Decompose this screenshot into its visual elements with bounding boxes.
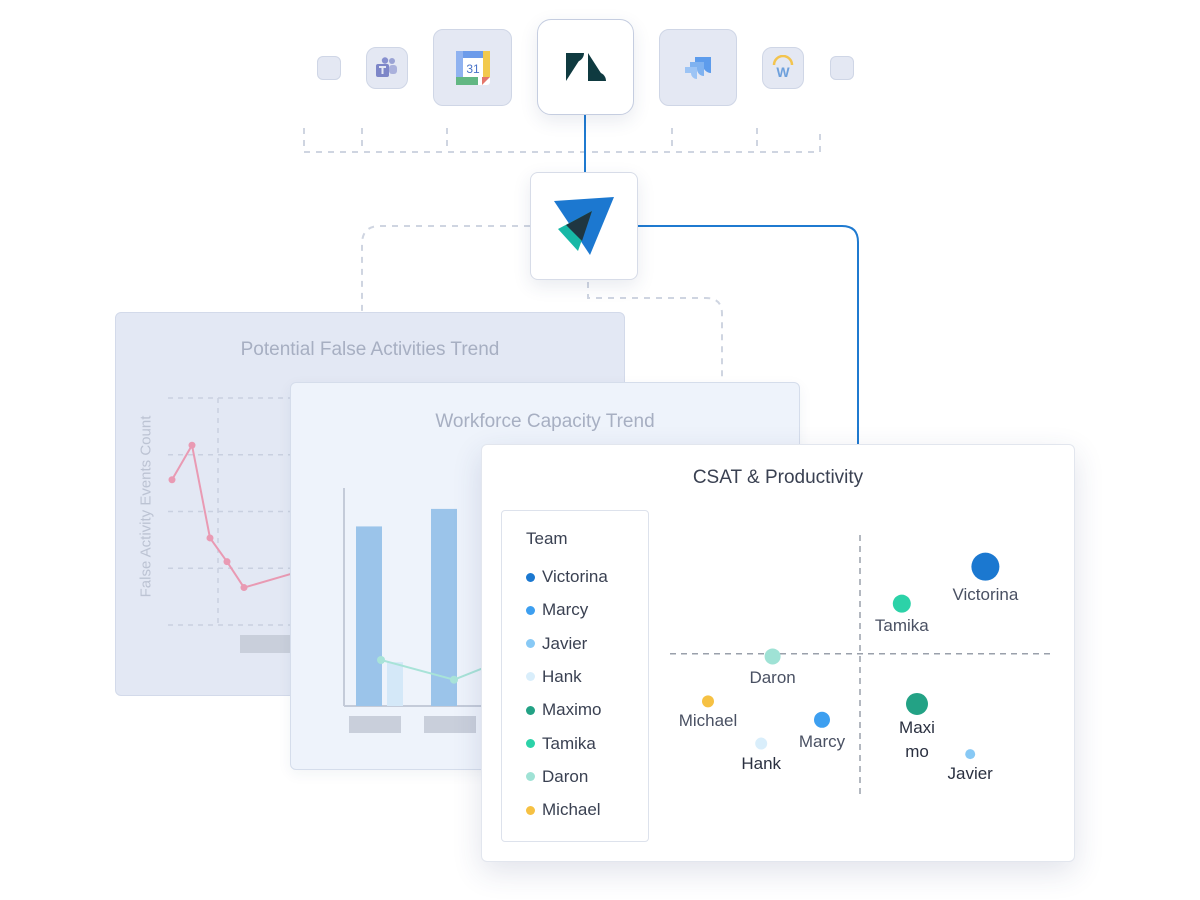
scatter-point-daron	[764, 648, 781, 665]
scatter-label-javier: Javier	[947, 764, 993, 784]
legend-dot	[526, 705, 535, 715]
legend-item-daron[interactable]: Daron	[526, 767, 588, 787]
legend-item-marcy[interactable]: Marcy	[526, 600, 588, 620]
false-activity-point	[223, 558, 231, 566]
x-tick-placeholder	[349, 716, 401, 733]
scatter-point-hank	[755, 737, 768, 750]
workday-integration[interactable]: W	[762, 47, 804, 89]
false-activity-point	[168, 476, 176, 484]
capacity-bar-secondary	[387, 662, 403, 706]
jira-icon	[685, 56, 711, 79]
scatter-point-victorina	[971, 552, 1000, 581]
scatter-label-michael: Michael	[678, 711, 738, 731]
scatter-point-marcy	[814, 711, 830, 728]
legend-item-hank[interactable]: Hank	[526, 667, 582, 687]
capacity-trend-point	[450, 675, 458, 684]
scatter-point-tamika	[892, 594, 911, 613]
capacity-bar	[356, 526, 382, 706]
false-activity-point	[240, 584, 248, 592]
legend-label: Daron	[542, 766, 589, 786]
legend-label: Tamika	[542, 733, 596, 753]
scatter-label-maximo: Maximo	[899, 717, 935, 761]
scatter-point-javier	[965, 749, 976, 760]
hub-logo-icon	[554, 197, 614, 255]
legend-dot	[526, 672, 535, 682]
workday-icon: W	[772, 55, 794, 80]
legend-dot	[526, 605, 535, 615]
hub-logo-tile[interactable]	[530, 172, 638, 280]
workforce-chart	[343, 488, 801, 733]
calendar-icon: 31	[455, 50, 490, 85]
workforce-title: Workforce Capacity Trend	[435, 411, 655, 432]
false-activity-line	[171, 442, 297, 589]
legend-label: Michael	[542, 800, 601, 820]
false-activities-title: Potential False Activities Trend	[240, 339, 500, 360]
legend-title: Team	[526, 529, 568, 548]
legend-label: Marcy	[542, 600, 589, 620]
legend-item-maximo[interactable]: Maximo	[526, 700, 602, 720]
false-activity-point	[188, 441, 196, 449]
teams-icon	[376, 57, 397, 77]
legend-label: Victorina	[542, 567, 608, 586]
legend-dot	[526, 572, 535, 582]
x-tick-placeholder	[240, 635, 292, 653]
capacity-bar	[431, 508, 457, 706]
zendesk-integration[interactable]	[537, 19, 634, 115]
legend-dot	[526, 739, 535, 748]
workday-letter: W	[776, 64, 790, 80]
scatter-point-maximo	[906, 692, 928, 715]
scatter-label-daron: Daron	[749, 668, 796, 688]
scatter-label-tamika: Tamika	[874, 615, 929, 635]
false-activity-point	[206, 534, 214, 542]
legend-item-javier[interactable]: Javier	[526, 634, 587, 654]
legend-item-michael[interactable]: Michael	[526, 800, 601, 820]
csat-scatter-chart	[670, 535, 1050, 799]
legend-dot	[526, 805, 535, 815]
x-tick-placeholder	[424, 716, 476, 733]
scatter-label-hank: Hank	[741, 753, 782, 773]
legend-dot	[526, 772, 535, 782]
scatter-label-victorina: Victorina	[952, 584, 1019, 604]
zendesk-icon	[565, 53, 606, 81]
scatter-point-michael	[702, 695, 714, 708]
legend-label: Javier	[542, 633, 588, 653]
teams-integration[interactable]	[366, 47, 408, 89]
calendar-day-text: 31	[466, 62, 480, 76]
legend-label: Hank	[542, 666, 582, 686]
capacity-trend-point	[377, 656, 385, 665]
google-calendar-integration[interactable]: 31	[433, 29, 512, 106]
legend-item-victorina[interactable]: Victorina	[526, 567, 608, 587]
scatter-label-marcy: Marcy	[798, 731, 846, 751]
legend-item-tamika[interactable]: Tamika	[526, 734, 596, 754]
integration-placeholder-right[interactable]	[830, 56, 854, 80]
false-activities-ylabel: False Activity Events Count	[137, 415, 155, 598]
jira-integration[interactable]	[659, 29, 737, 106]
integration-placeholder-left[interactable]	[317, 56, 341, 80]
csat-title: CSAT & Productivity	[692, 467, 864, 488]
legend-dot	[526, 639, 535, 649]
legend-label: Maximo	[542, 700, 602, 720]
